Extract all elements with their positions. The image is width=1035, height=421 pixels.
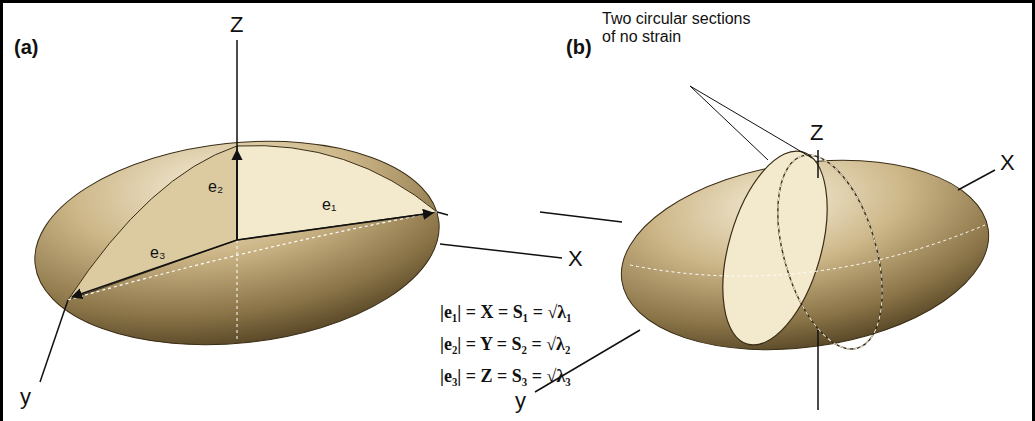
equation: |e₂| = Y = S₂ = √λ₂ (440, 334, 570, 355)
vector-label: e₁ (322, 196, 336, 214)
annotation: Two circular sections of no strain (602, 10, 752, 47)
axis-label: Z (230, 12, 243, 37)
axes-a (40, 40, 562, 382)
equation: |e₃| = Z = S₃ = √λ₃ (440, 366, 571, 387)
axis-label: X (1000, 150, 1015, 175)
panel-letter: (a) (14, 36, 38, 59)
ellipsoid-b (609, 138, 1001, 372)
equation: |e₁| = X = S₁ = √λ₁ (440, 302, 572, 323)
vector-label: e₃ (150, 244, 165, 262)
axes-b (535, 150, 995, 410)
leader-lines (690, 86, 812, 160)
axis-label: Z (810, 120, 823, 145)
vector-label: e₂ (208, 178, 223, 196)
axis-label: y (20, 384, 31, 409)
panel-letter: (b) (566, 36, 592, 59)
ellipsoid-a (25, 122, 450, 363)
axis-label: X (568, 246, 583, 271)
axis-label: y (515, 388, 526, 413)
principal-axes-arrows (72, 150, 433, 297)
